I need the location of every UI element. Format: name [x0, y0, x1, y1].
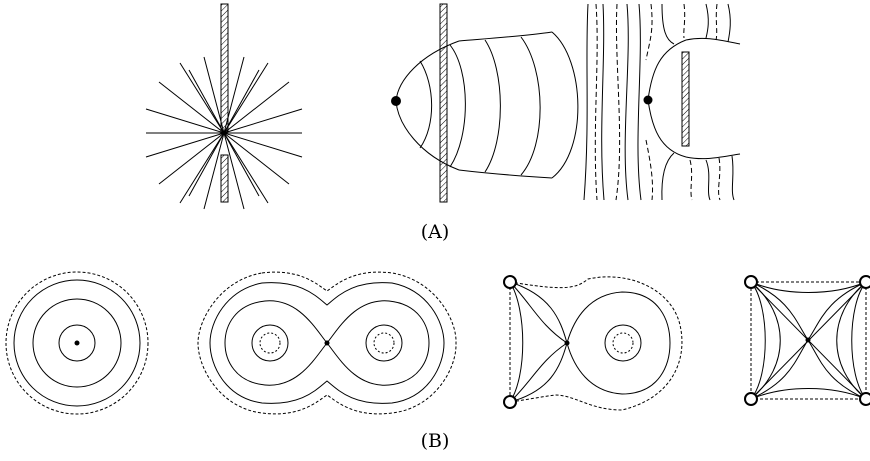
a2-dome	[391, 3, 579, 203]
b2-figure-eight	[197, 271, 457, 415]
b3-half-figure	[503, 275, 683, 411]
a3-source-point	[643, 95, 653, 105]
b4-vertex-br	[859, 392, 870, 406]
a2-wall	[439, 3, 448, 203]
panel-a	[145, 3, 741, 210]
panel-b	[5, 271, 870, 415]
a3-flow	[583, 3, 741, 201]
a1-wall-top	[220, 3, 229, 132]
b3-saddle-point	[564, 340, 570, 346]
b4-square	[744, 275, 870, 406]
b2-saddle-point	[324, 340, 330, 346]
a3-wall	[681, 51, 690, 147]
b1-center-point	[74, 340, 80, 346]
panel-b-label: (B)	[421, 430, 450, 452]
panel-a-label: (A)	[421, 221, 450, 243]
b4-vertex-tr	[859, 275, 870, 289]
b3-vertex-top	[503, 275, 517, 289]
a3-solid-lines	[583, 3, 735, 201]
a1-radial-rays	[145, 3, 303, 210]
b3-vertex-bottom	[503, 395, 517, 409]
a1-rays	[145, 56, 303, 210]
b4-vertex-tl	[744, 275, 758, 289]
a1-wall-bottom	[220, 154, 229, 203]
a2-source-point	[391, 96, 401, 106]
b4-vertex-bl	[744, 392, 758, 406]
b4-saddle-point	[805, 337, 811, 343]
b1-concentric-circles	[5, 271, 149, 415]
a3-dashed-lines	[594, 3, 721, 201]
